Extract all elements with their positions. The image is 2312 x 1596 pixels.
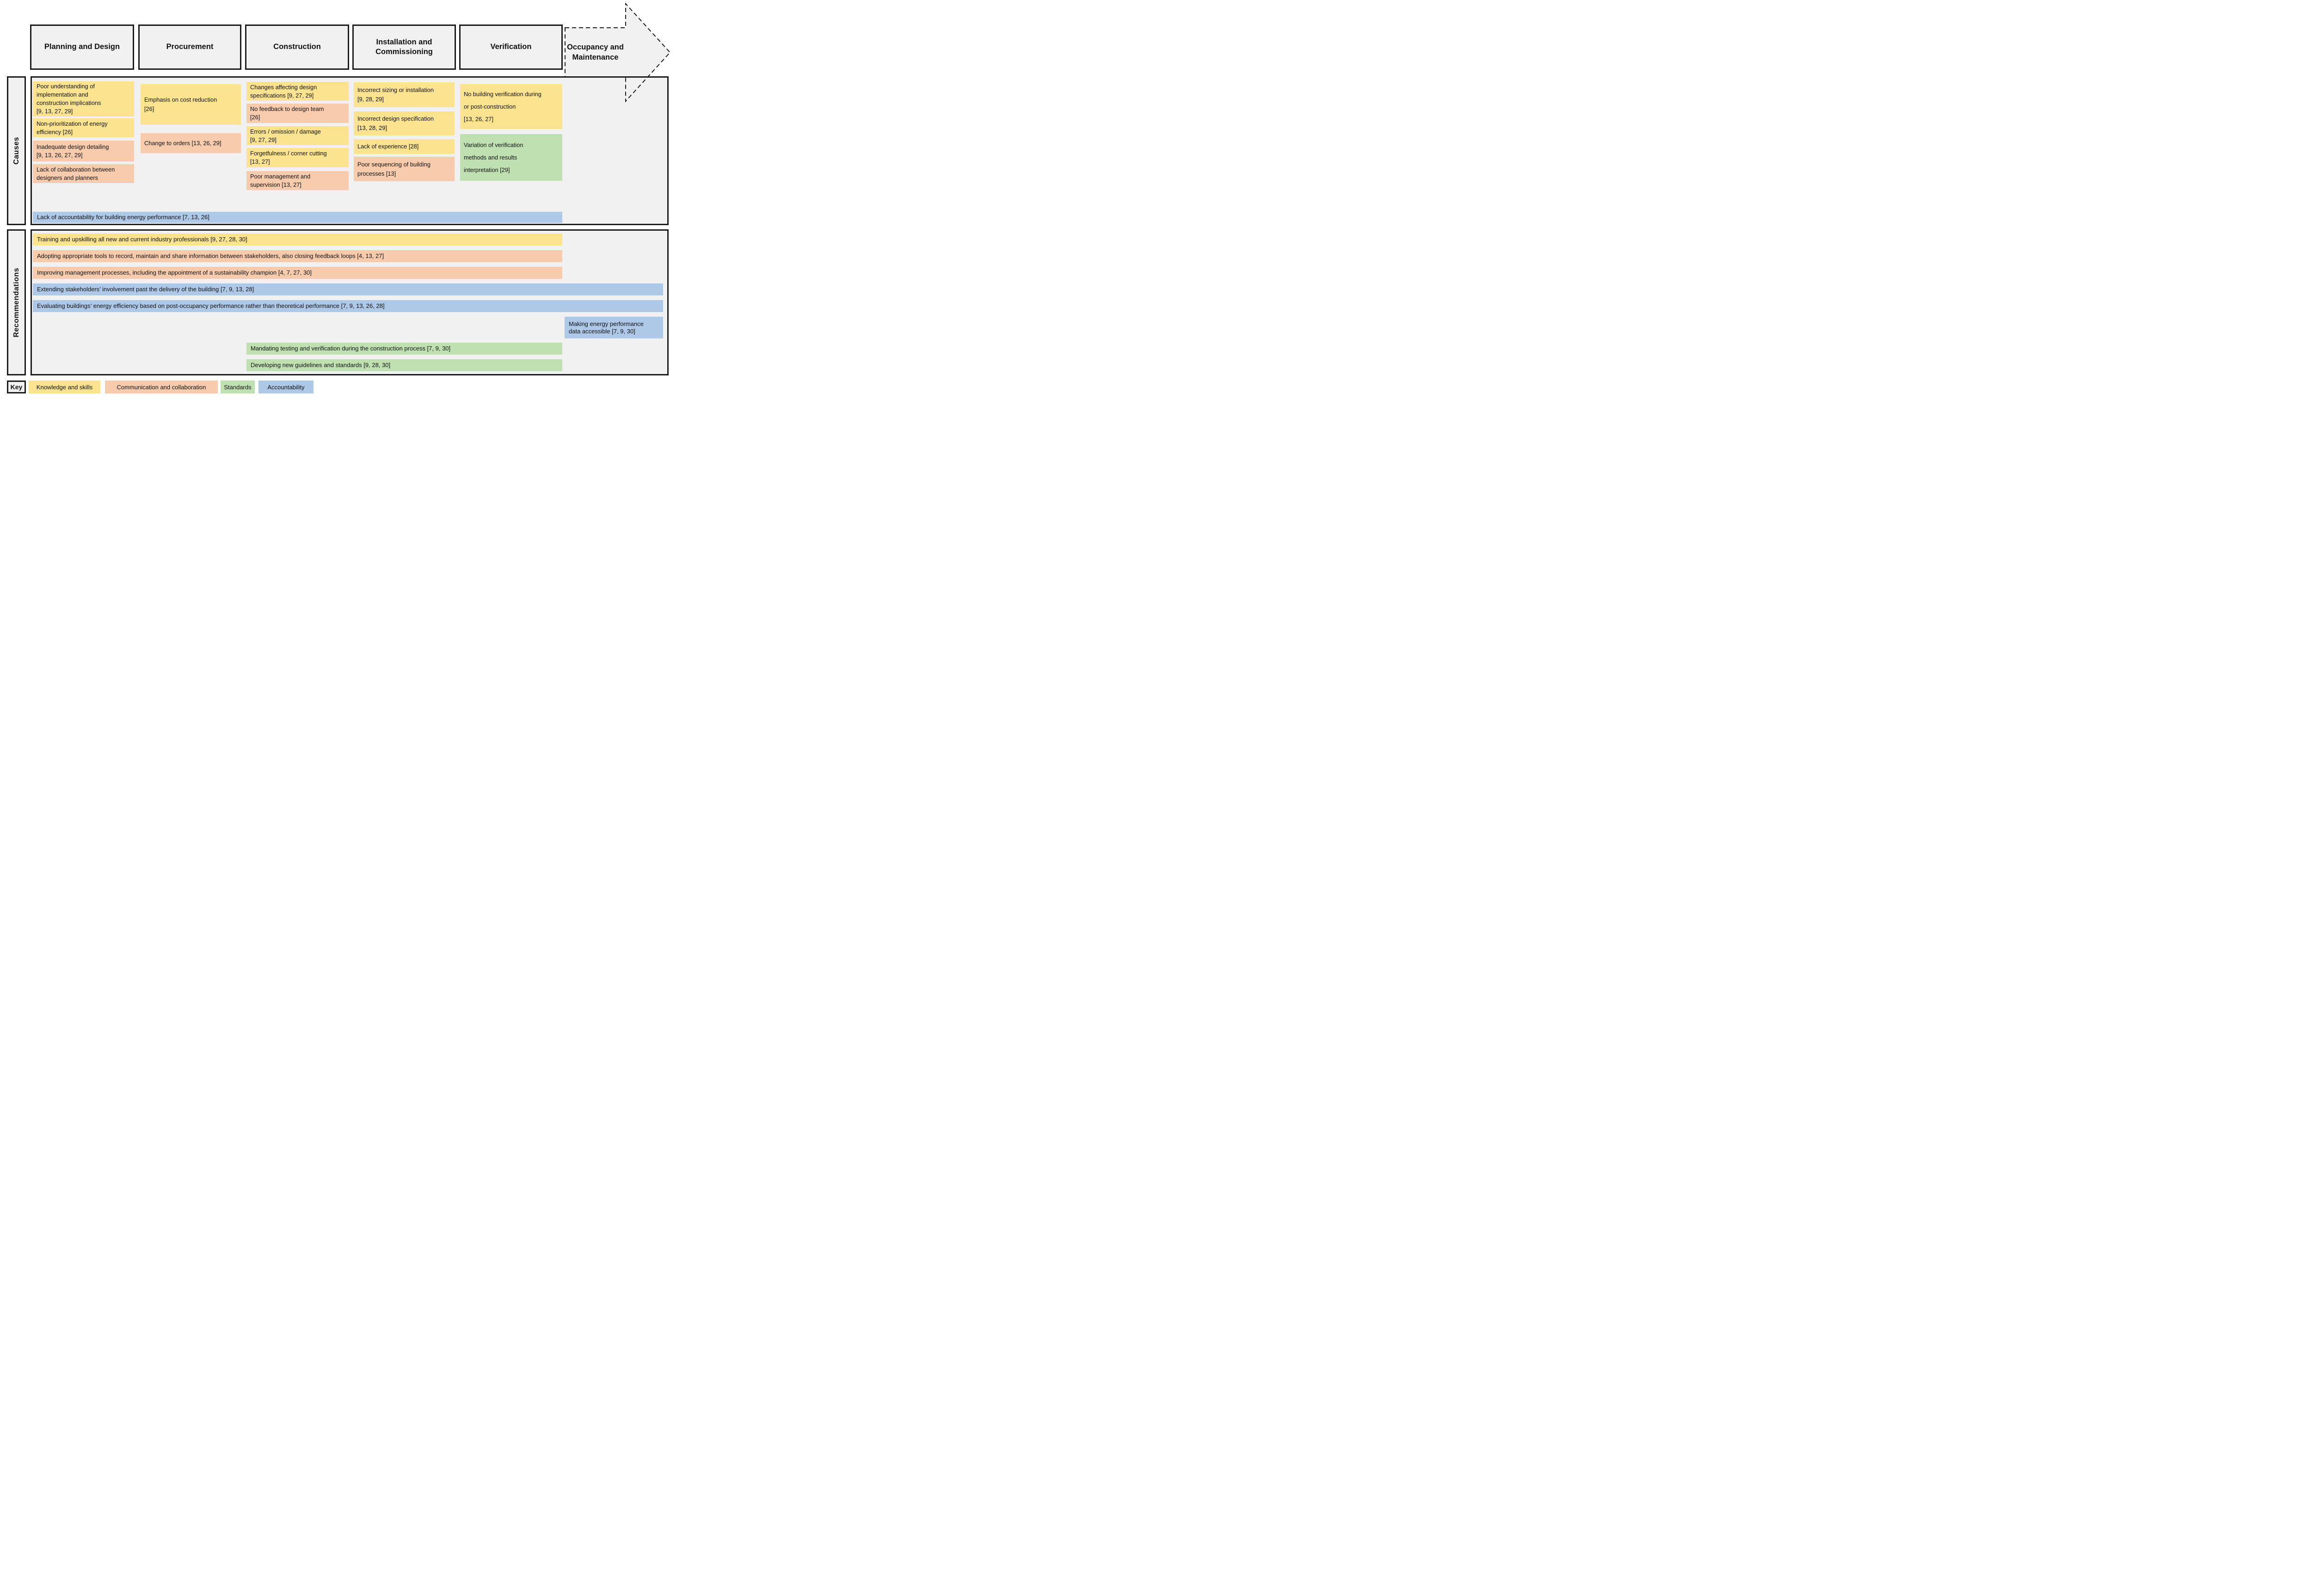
cause-bar-accountability: Lack of accountability for building ener…	[33, 212, 562, 223]
causes-label-box: Causes	[7, 76, 26, 225]
cause-box: Poor understanding of implementation and…	[33, 81, 134, 117]
cause-box: Forgetfulness / corner cutting [13, 27]	[246, 148, 349, 167]
recommendations-label: Recommendations	[12, 267, 20, 338]
cause-box: Changes affecting design specifications …	[246, 82, 349, 101]
recommendation-bar: Making energy performance data accessibl…	[565, 317, 663, 338]
lifecycle-diagram: Causes Recommendations Planning and Desi…	[0, 0, 675, 399]
cause-box: No building verification during or post-…	[460, 84, 562, 129]
key-label-box: Key	[7, 381, 26, 393]
cause-box: Change to orders [13, 26, 29]	[141, 133, 241, 153]
cause-box: Lack of experience [28]	[354, 139, 455, 154]
recommendation-bar: Mandating testing and verification durin…	[246, 343, 562, 355]
phase-verification: Verification	[459, 25, 563, 70]
causes-panel	[31, 76, 669, 225]
cause-box: Errors / omission / damage [9, 27, 29]	[246, 126, 349, 145]
cause-box: Variation of verification methods and re…	[460, 134, 562, 181]
key-item-knowledge: Knowledge and skills	[29, 381, 100, 393]
cause-box: Inadequate design detailing [9, 13, 26, …	[33, 141, 134, 161]
recommendation-bar: Developing new guidelines and standards …	[246, 359, 562, 371]
key-item-standards: Standards	[221, 381, 255, 393]
recommendations-label-box: Recommendations	[7, 229, 26, 375]
cause-box: Emphasis on cost reduction [26]	[141, 84, 241, 125]
recommendation-bar: Adopting appropriate tools to record, ma…	[33, 250, 562, 262]
phase-planning-and-design: Planning and Design	[30, 25, 134, 70]
cause-box: Incorrect design specification [13, 28, …	[354, 111, 455, 135]
recommendation-bar: Evaluating buildings’ energy efficiency …	[33, 300, 663, 312]
phase-construction: Construction	[245, 25, 349, 70]
causes-label: Causes	[12, 137, 20, 165]
cause-box: Non-prioritization of energy efficiency …	[33, 118, 134, 137]
cause-box: Poor management and supervision [13, 27]	[246, 171, 349, 190]
recommendation-bar: Improving management processes, includin…	[33, 267, 562, 279]
recommendation-bar: Extending stakeholders’ involvement past…	[33, 283, 663, 295]
cause-box: No feedback to design team [26]	[246, 104, 349, 123]
cause-box: Poor sequencing of building processes [1…	[354, 157, 455, 181]
recommendation-bar: Training and upskilling all new and curr…	[33, 233, 562, 246]
key-item-accountability: Accountability	[258, 381, 314, 393]
phase-installation-and-commissioning: Installation and Commissioning	[352, 25, 456, 70]
phase-procurement: Procurement	[138, 25, 241, 70]
cause-box: Incorrect sizing or installation [9, 28,…	[354, 82, 455, 107]
phase-occupancy-and-maintenance: Occupancy and Maintenance	[567, 43, 624, 61]
key-item-communication: Communication and collaboration	[105, 381, 218, 393]
cause-box: Lack of collaboration between designers …	[33, 164, 134, 183]
